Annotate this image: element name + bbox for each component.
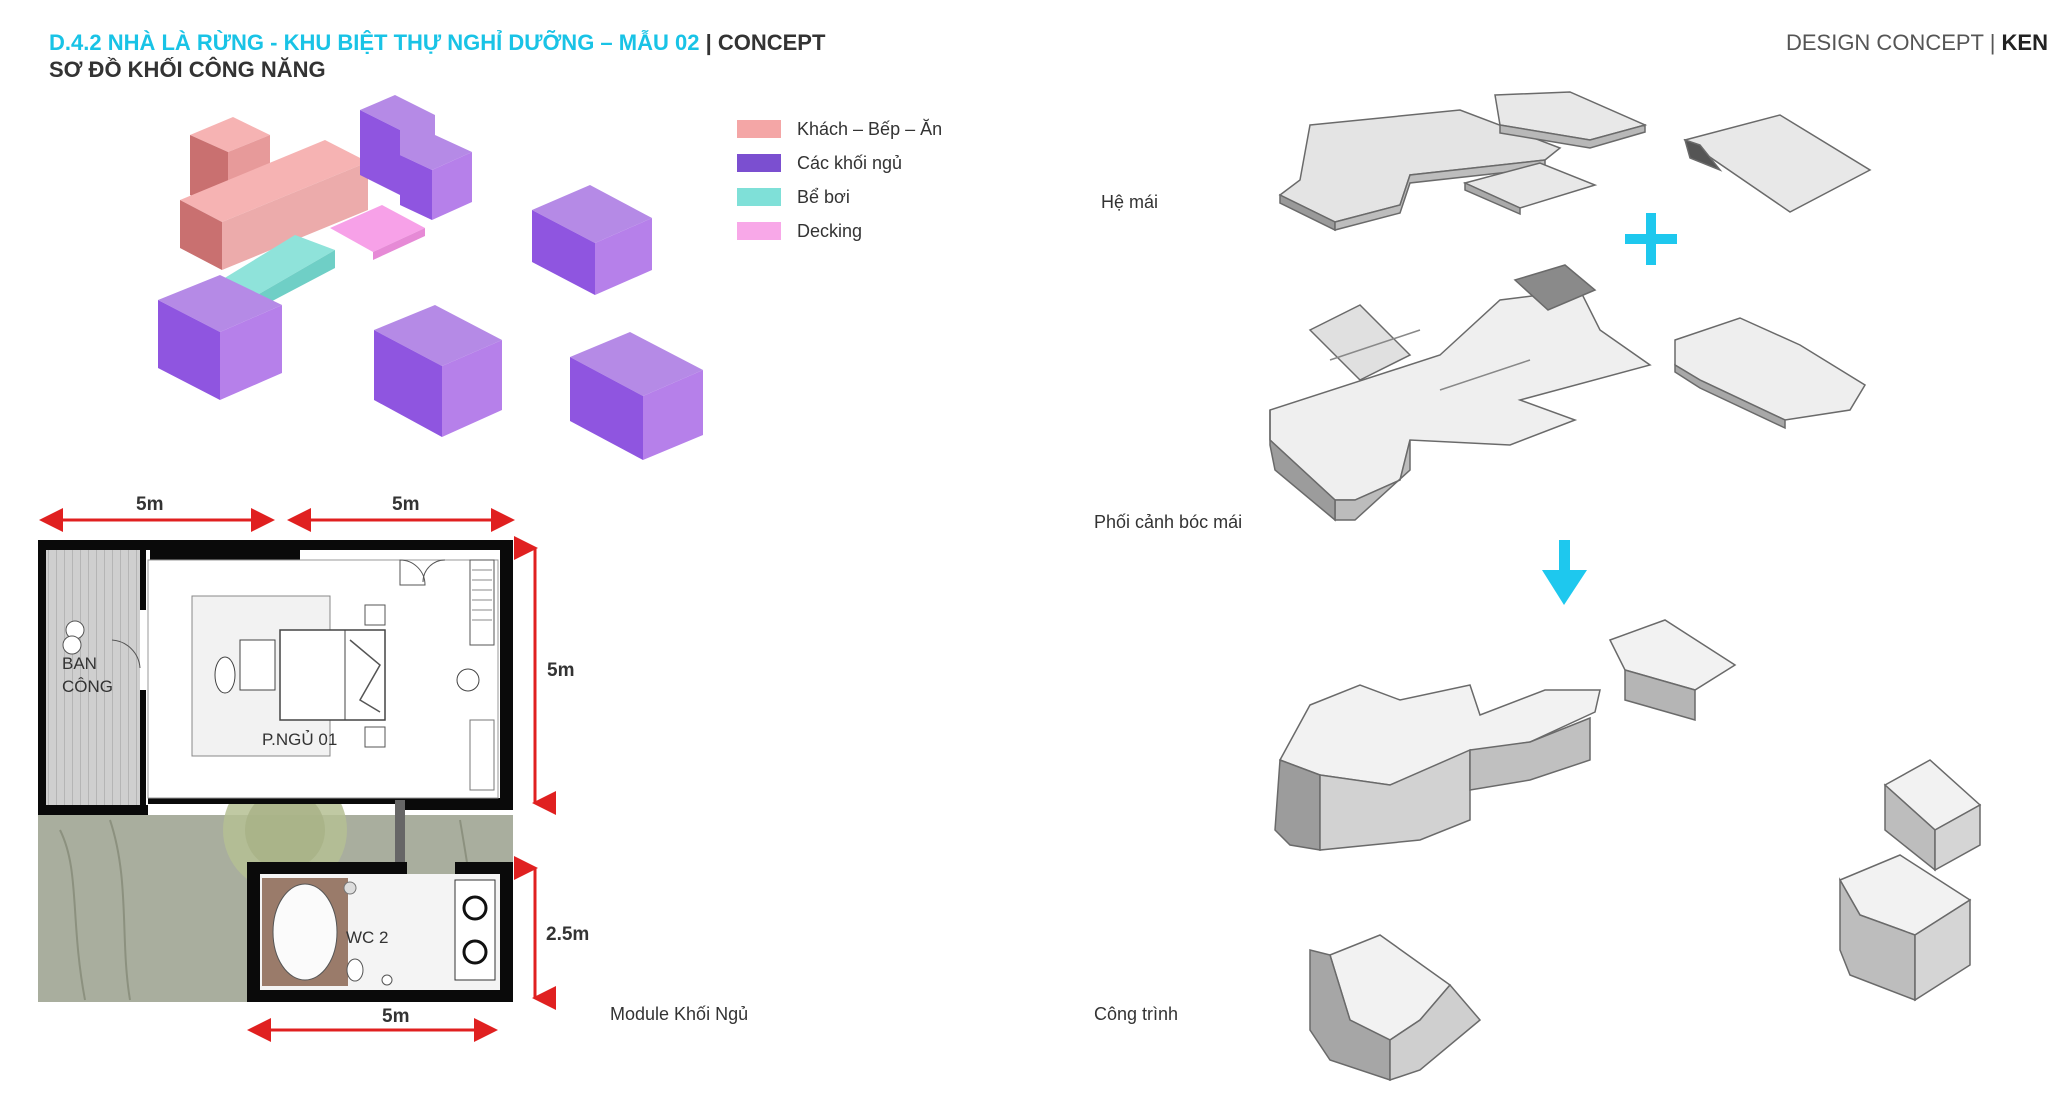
- massing-diagram: [158, 95, 703, 460]
- legend-swatch: [737, 154, 781, 172]
- roof-system-drawing: [1278, 91, 1872, 232]
- room-label-balcony: BAN: [62, 654, 97, 673]
- building-drawing: [1274, 619, 1982, 1082]
- legend: Khách – Bếp – Ăn Các khối ngủ Bể bơi Dec…: [737, 112, 942, 248]
- dim-top-right: 5m: [392, 494, 420, 515]
- purple-block-top: [360, 95, 472, 220]
- decking-block: [330, 205, 425, 252]
- bathtub: [272, 883, 338, 981]
- design-concept-prefix: DESIGN CONCEPT |: [1785, 30, 2002, 55]
- purple-block-right-bottom: [570, 332, 703, 460]
- wardrobe: [469, 559, 495, 646]
- legend-label: Bể bơi: [797, 186, 850, 207]
- purple-block-middle: [374, 305, 502, 437]
- side-table: [214, 656, 236, 694]
- arrow-down-icon: [1542, 540, 1587, 605]
- pink-living-block: [180, 140, 368, 270]
- legend-item: Các khối ngủ: [737, 146, 942, 180]
- balcony-deck: [44, 547, 140, 809]
- legend-swatch: [737, 222, 781, 240]
- page-title: D.4.2 NHÀ LÀ RỪNG - KHU BIỆT THỰ NGHỈ DƯ…: [49, 30, 825, 56]
- title-main: D.4.2 NHÀ LÀ RỪNG - KHU BIỆT THỰ NGHỈ DƯ…: [49, 30, 700, 55]
- room-label-wc: WC 2: [346, 928, 389, 947]
- plan-caption: Module Khối Ngủ: [610, 1004, 749, 1024]
- bed: [279, 629, 386, 721]
- legend-label: Khách – Bếp – Ăn: [797, 118, 943, 139]
- brand-name: KEN: [2001, 30, 2048, 55]
- dim-top-left: 5m: [136, 494, 164, 515]
- purple-block-left: [158, 275, 282, 400]
- vanity-counter: [454, 879, 496, 981]
- dim-bottom: 5m: [382, 1006, 410, 1027]
- room-label-balcony-2: CÔNG: [62, 677, 113, 696]
- label-building: Công trình: [1094, 1004, 1179, 1024]
- legend-swatch: [737, 120, 781, 138]
- decking-side: [373, 228, 425, 260]
- legend-swatch: [737, 188, 781, 206]
- title-concept: CONCEPT: [717, 30, 826, 55]
- armchair: [239, 639, 276, 691]
- legend-label: Các khối ngủ: [797, 152, 903, 173]
- basin: [462, 939, 488, 965]
- design-concept-label: DESIGN CONCEPT | KEN: [1786, 30, 2048, 56]
- purple-block-right-top: [532, 185, 652, 295]
- stool: [456, 668, 480, 692]
- dim-right-bottom: 2.5m: [546, 924, 590, 945]
- page-subtitle: SƠ ĐỒ KHỐI CÔNG NĂNG: [49, 57, 326, 82]
- legend-label: Decking: [797, 220, 863, 241]
- title-separator: |: [699, 30, 718, 55]
- legend-item: Bể bơi: [737, 180, 942, 214]
- dim-right-top: 5m: [547, 660, 575, 681]
- basin: [462, 895, 488, 921]
- legend-item: Decking: [737, 214, 942, 248]
- label-cutaway: Phối cảnh bóc mái: [1094, 512, 1243, 532]
- plus-icon: [1625, 213, 1677, 265]
- room-label-bedroom: P.NGỦ 01: [262, 730, 338, 749]
- vanity: [469, 719, 495, 791]
- label-roof-system: Hệ mái: [1101, 192, 1159, 212]
- floor-plan: [38, 508, 556, 1042]
- cutaway-drawing: [1269, 264, 1867, 522]
- legend-item: Khách – Bếp – Ăn: [737, 112, 942, 146]
- toilet: [346, 958, 364, 982]
